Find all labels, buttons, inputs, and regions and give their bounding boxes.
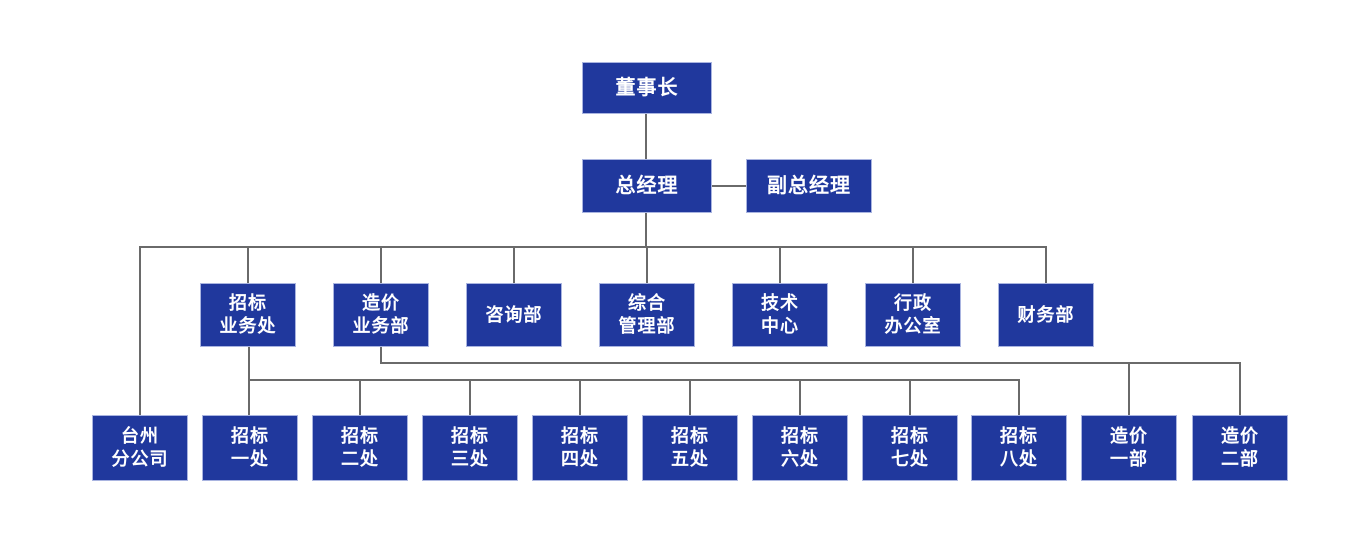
node-dept-consulting: 咨询部 [466,283,562,347]
connector-drop-bidding-6 [799,379,801,415]
connector-drop-cost-1 [1128,362,1130,415]
connector-drop-bidding-8 [1018,379,1020,415]
node-unit-cost-1: 造价 一部 [1081,415,1177,481]
connector-drop-bidding-4 [579,379,581,415]
connector-drop-bidding-office [247,246,249,283]
node-unit-bidding-1: 招标 一处 [202,415,298,481]
connector-drop-cost-2 [1239,362,1241,415]
node-deputy-general-manager: 副总经理 [746,159,872,213]
node-dept-cost-dept: 造价 业务部 [333,283,429,347]
connector-drop-finance [1045,246,1047,283]
node-unit-bidding-5: 招标 五处 [642,415,738,481]
connector-gm-bus [645,213,647,247]
connector-drop-technology-center [779,246,781,283]
node-unit-bidding-3: 招标 三处 [422,415,518,481]
bidding-bus [248,379,1020,381]
connector-drop-bidding-5 [689,379,691,415]
node-dept-admin-office: 行政 办公室 [865,283,961,347]
node-unit-bidding-6: 招标 六处 [752,415,848,481]
connector-drop-general-management [646,246,648,283]
node-unit-bidding-4: 招标 四处 [532,415,628,481]
node-dept-general-management: 综合 管理部 [599,283,695,347]
connector-chairman-gm [645,114,647,159]
node-dept-technology-center: 技术 中心 [732,283,828,347]
node-general-manager: 总经理 [582,159,712,213]
connector-cost-dept-feed [380,347,382,364]
connector-drop-bidding-2 [359,379,361,415]
node-unit-taizhou-branch: 台州 分公司 [92,415,188,481]
connector-drop-bidding-3 [469,379,471,415]
connector-gm-deputy [711,185,746,187]
level3-bus [139,246,1047,248]
connector-bidding-office-feed [248,347,250,415]
cost-bus [380,362,1241,364]
connector-drop-admin-office [912,246,914,283]
connector-drop-bidding-7 [909,379,911,415]
node-dept-bidding-office: 招标 业务处 [200,283,296,347]
node-unit-bidding-8: 招标 八处 [971,415,1067,481]
connector-drop-consulting [513,246,515,283]
connector-drop-taizhou-branch [139,246,141,416]
node-dept-finance: 财务部 [998,283,1094,347]
node-unit-bidding-2: 招标 二处 [312,415,408,481]
node-chairman: 董事长 [582,62,712,114]
connector-drop-cost-dept [380,246,382,283]
node-unit-bidding-7: 招标 七处 [862,415,958,481]
node-unit-cost-2: 造价 二部 [1192,415,1288,481]
